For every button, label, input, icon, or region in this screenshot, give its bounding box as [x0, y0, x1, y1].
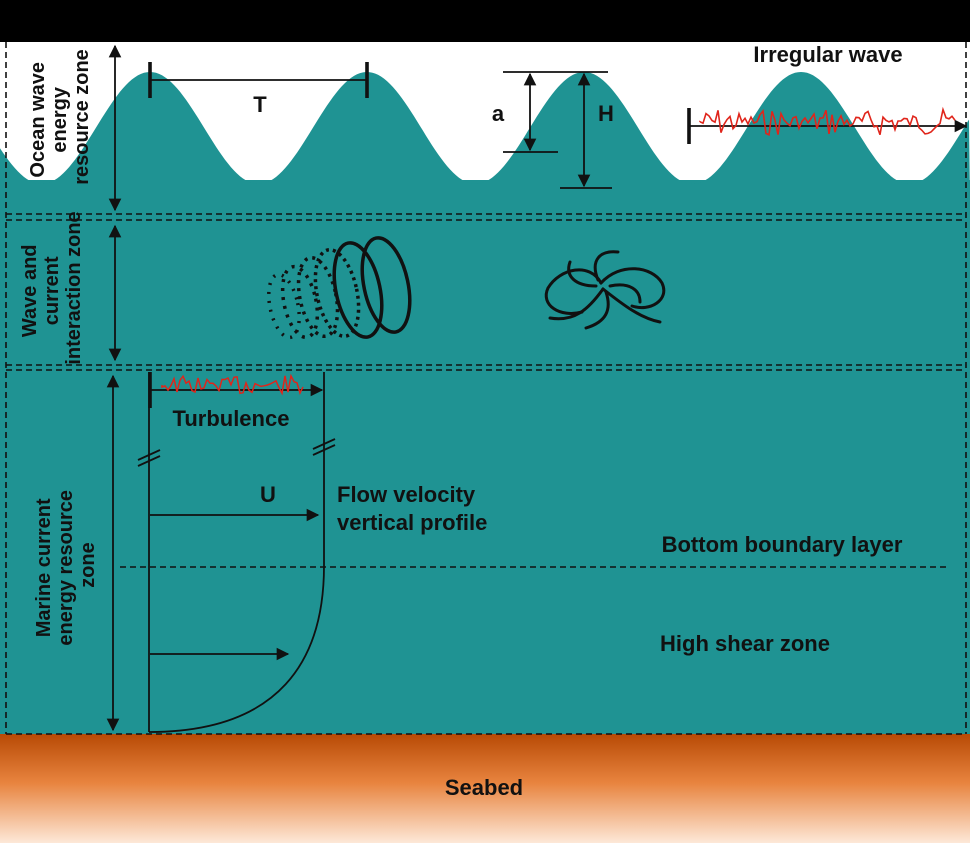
- spiral-vortex-icon: [544, 250, 666, 330]
- boundary-layer-label: Bottom boundary layer: [662, 532, 903, 557]
- turbulence-label: Turbulence: [173, 406, 290, 431]
- flow-velocity-profile: [148, 372, 325, 733]
- top-band: [0, 0, 970, 42]
- seabed-label: Seabed: [445, 775, 523, 800]
- period-label: T: [253, 92, 267, 117]
- amplitude-label: a: [492, 101, 505, 126]
- height-label: H: [598, 101, 614, 126]
- zone-frames: [5, 42, 967, 735]
- helical-vortex-icon: [267, 236, 412, 340]
- zone-label-interaction: Wave and current interaction zone: [19, 211, 85, 364]
- turbulence-signal: [161, 373, 304, 396]
- flow-profile-label: Flow velocity vertical profile: [337, 482, 487, 535]
- velocity-label: U: [260, 482, 276, 507]
- wave-surface: [0, 72, 970, 200]
- irregular-wave-label: Irregular wave: [753, 42, 902, 67]
- zone-label-marine-current: Marine current energy resource zone: [33, 484, 99, 645]
- shear-zone-label: High shear zone: [660, 631, 830, 656]
- irregular-wave-signal: [699, 106, 956, 136]
- zone-label-ocean-wave: Ocean wave energy resource zone: [27, 49, 93, 185]
- seabed-layer: [0, 734, 970, 843]
- sea-body: [0, 180, 970, 734]
